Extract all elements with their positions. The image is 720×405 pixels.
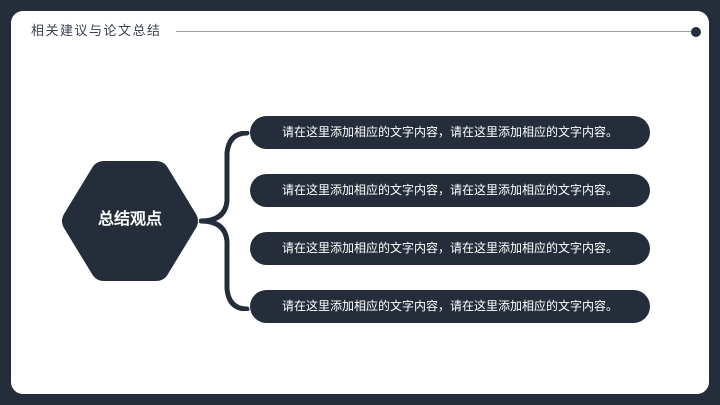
point-pill-2: 请在这里添加相应的文字内容，请在这里添加相应的文字内容。 — [250, 174, 650, 207]
slide-title: 相关建议与论文总结 — [31, 24, 162, 39]
title-dot-icon — [691, 27, 701, 37]
curly-brace-icon — [199, 131, 250, 311]
hexagon-shape — [62, 161, 198, 281]
point-pill-1: 请在这里添加相应的文字内容，请在这里添加相应的文字内容。 — [250, 116, 650, 149]
point-pill-3: 请在这里添加相应的文字内容，请在这里添加相应的文字内容。 — [250, 232, 650, 265]
center-label: 总结观点 — [97, 209, 162, 228]
point-pill-4: 请在这里添加相应的文字内容，请在这里添加相应的文字内容。 — [250, 290, 650, 323]
title-divider-line — [176, 31, 693, 32]
slide-panel: 相关建议与论文总结 总结观点 请在这里添加相应的文字内容，请在这里添加相应的文字… — [11, 11, 709, 394]
